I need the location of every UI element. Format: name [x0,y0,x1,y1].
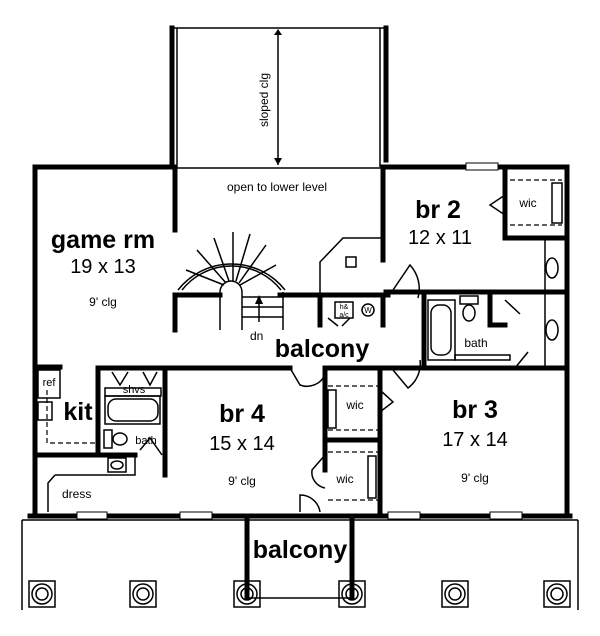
spiral-stair[interactable] [177,232,286,330]
sloped-ceiling-area [169,25,389,170]
open-to-lower-label: open to lower level [227,180,327,194]
game-room-size: 19 x 13 [70,256,136,278]
doors [111,194,529,513]
fixtures [37,179,563,512]
br2-size: 12 x 11 [408,227,472,249]
br4-size: 15 x 14 [209,433,275,455]
br4-name: br 4 [219,400,265,428]
game-room-ceiling: 9' clg [89,295,117,309]
chase [319,237,383,295]
bath-right-label: bath [464,336,487,350]
stair-down-label: dn [250,329,263,343]
br2-wic-label: wic [518,196,536,210]
balcony-bottom-label: balcony [253,536,348,564]
sloped-ceiling-label: sloped clg [257,73,271,127]
shelves-label: shvs [123,384,146,396]
hvac-label: h& [340,304,349,311]
porch [21,515,579,610]
br3-ceiling: 9' clg [461,471,489,485]
br3-name: br 3 [452,396,498,424]
dress-label: dress [62,487,91,501]
porch-columns [28,580,571,608]
bath-left-label: bath [135,435,156,447]
br3-size: 17 x 14 [442,429,508,451]
interior-walls [32,164,570,519]
exterior-walls [27,162,573,520]
br4-ceiling: 9' clg [228,474,256,488]
hvac-icon [334,301,354,319]
wic-lower-label: wic [335,472,353,486]
water-heater-label: W [364,306,372,315]
water-heater-icon [361,303,375,317]
hvac-label-2: a/c [339,312,349,319]
game-room-name: game rm [51,226,155,254]
kit-label: kit [63,398,93,426]
chase-opening [345,256,357,268]
wic-upper-label: wic [345,398,363,412]
balcony-mid-label: balcony [275,335,370,363]
ref-label: ref [43,377,57,389]
br2-name: br 2 [415,196,461,224]
